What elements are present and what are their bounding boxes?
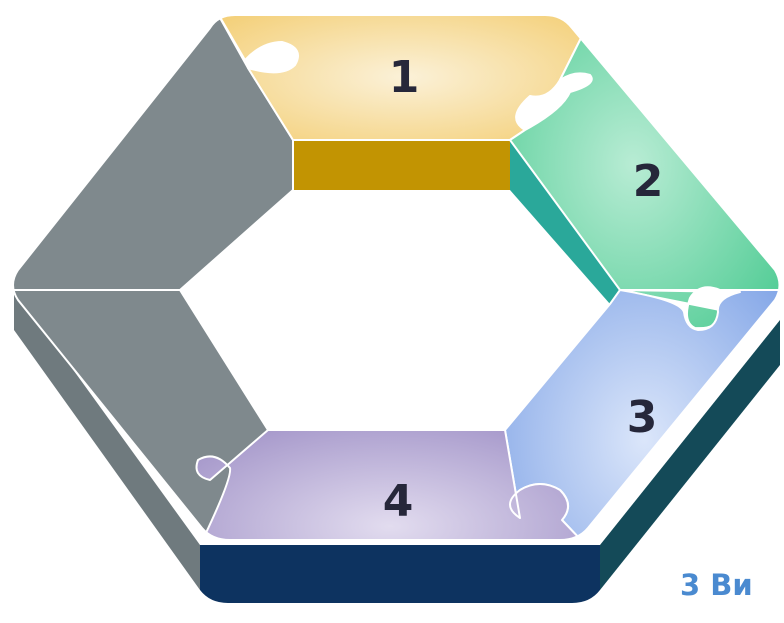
segment-3-number: 3 — [627, 392, 658, 443]
inner-wall-yellow — [293, 140, 510, 190]
segment-4-number: 4 — [383, 476, 414, 527]
caption-text: 3 Ви — [680, 568, 753, 602]
segment-1-number: 1 — [389, 52, 420, 103]
ring-side-bottom — [200, 545, 600, 603]
segment-2-number: 2 — [633, 156, 664, 207]
